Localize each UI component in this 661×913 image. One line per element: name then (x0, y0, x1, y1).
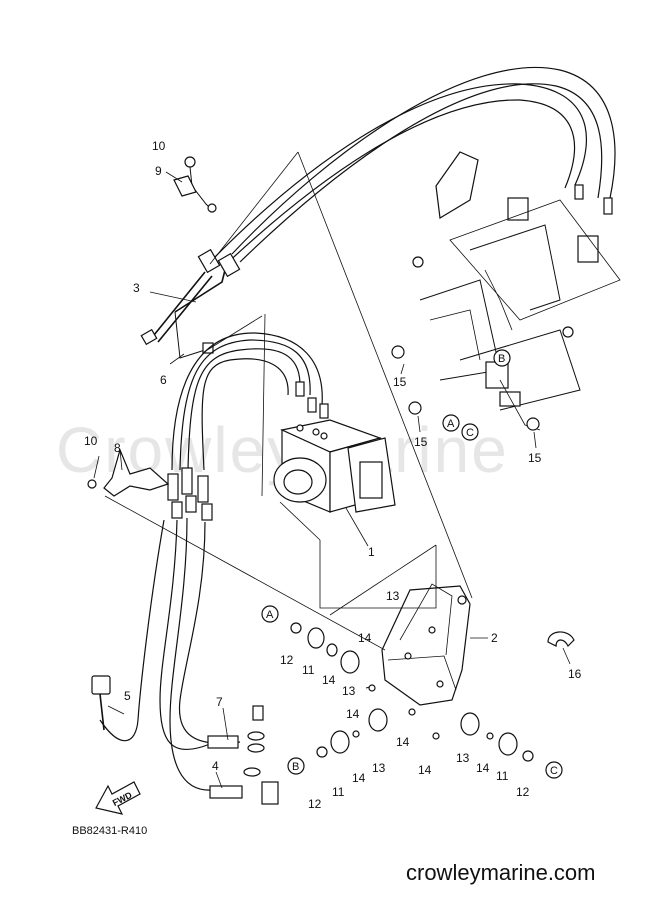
svg-text:10: 10 (84, 434, 98, 448)
svg-text:2: 2 (491, 631, 498, 645)
svg-text:14: 14 (346, 707, 360, 721)
site-url: crowleymarine.com (406, 860, 596, 885)
frame-bracket-upper-right (391, 151, 621, 431)
svg-text:12: 12 (516, 785, 530, 799)
svg-text:11: 11 (496, 769, 509, 783)
svg-text:15: 15 (528, 451, 542, 465)
svg-text:15: 15 (393, 375, 407, 389)
svg-text:11: 11 (332, 785, 345, 799)
svg-text:14: 14 (358, 631, 372, 645)
svg-text:12: 12 (308, 797, 322, 811)
svg-text:14: 14 (418, 763, 432, 777)
forward-arrow: FWD (95, 781, 141, 815)
svg-text:14: 14 (396, 735, 410, 749)
svg-text:A: A (447, 418, 455, 430)
svg-text:7: 7 (216, 695, 223, 709)
svg-text:4: 4 (212, 759, 219, 773)
svg-text:10: 10 (152, 139, 166, 153)
svg-text:9: 9 (155, 164, 162, 178)
clip-16 (547, 631, 575, 648)
svg-text:5: 5 (124, 689, 131, 703)
svg-text:15: 15 (414, 435, 428, 449)
svg-text:14: 14 (352, 771, 366, 785)
svg-text:8: 8 (114, 441, 121, 455)
svg-text:13: 13 (342, 684, 356, 698)
svg-text:B: B (292, 761, 299, 773)
hose-clamp-left (87, 448, 170, 497)
reference-letters: B A C A B C (261, 349, 563, 779)
svg-text:14: 14 (476, 761, 490, 775)
svg-text:A: A (266, 609, 274, 621)
hose-clamp-upper (173, 156, 217, 213)
brake-pipe-assemblies (140, 248, 241, 359)
drawing-code: BB82431-R410 (72, 825, 147, 837)
svg-text:13: 13 (456, 751, 470, 765)
svg-text:16: 16 (568, 667, 582, 681)
abs-hydraulic-unit (273, 419, 396, 513)
abs-hoses (99, 332, 329, 791)
svg-text:11: 11 (302, 663, 315, 677)
svg-text:C: C (466, 427, 474, 439)
svg-text:1: 1 (368, 545, 375, 559)
svg-text:14: 14 (322, 673, 336, 687)
svg-text:13: 13 (372, 761, 386, 775)
svg-text:13: 13 (386, 589, 400, 603)
callout-numbers: 10 9 3 6 10 8 1 2 16 5 7 4 15 15 15 12 1… (84, 139, 582, 811)
mounting-hardware (290, 622, 534, 762)
svg-text:C: C (550, 765, 558, 777)
svg-text:3: 3 (133, 281, 140, 295)
svg-text:6: 6 (160, 373, 167, 387)
svg-text:B: B (498, 353, 505, 365)
overhead-brake-hoses (209, 66, 616, 269)
svg-text:12: 12 (280, 653, 294, 667)
leader-lines (93, 151, 571, 789)
lower-fittings (91, 675, 279, 805)
abs-mount-bracket (381, 583, 471, 706)
